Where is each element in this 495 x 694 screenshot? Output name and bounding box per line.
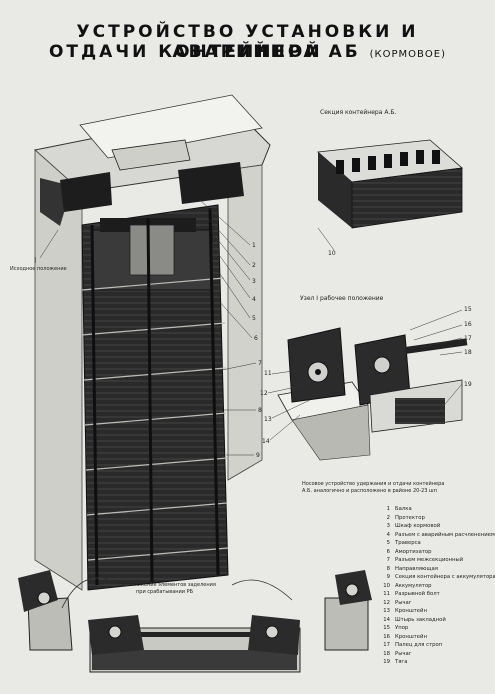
legend-item-text: Рычаг	[395, 650, 412, 657]
legend-item-number: 14	[383, 616, 390, 623]
callout-19: 19	[464, 381, 472, 388]
legend-item-text: Кронштейн	[395, 608, 427, 614]
legend-item: 14 Штырь закладной	[376, 616, 492, 625]
callout-3: 3	[252, 278, 256, 285]
legend-item-text: Палец для строп	[395, 642, 443, 648]
diagram-title-line2: ОТДАЧИ КОНТЕЙНЕРА АБ (КОРМОВОЕ)	[0, 42, 495, 62]
legend-item: 9 Секция контейнера с аккумуляторами	[376, 573, 495, 582]
leader-lines	[39, 199, 463, 456]
diagram-title-line1: УСТРОЙСТВО УСТАНОВКИ И АВАРИЙНОЙ	[76, 22, 419, 62]
container-column	[60, 139, 244, 591]
legend-item-text: Разъем межсекционный	[395, 557, 464, 563]
legend-item-number: 16	[383, 633, 390, 640]
legend-item-text: Разъем с аварийным расчленением	[395, 531, 495, 538]
legend-item-text: Протектор	[395, 514, 425, 521]
node-caption: Узел I рабочее положение	[300, 295, 384, 302]
legend-item: 16 Кронштейн	[376, 633, 492, 642]
legend-item-text: Балка	[395, 506, 412, 512]
note-line-1: Носовое устройство удержания и отдачи ко…	[302, 481, 445, 487]
legend-item-number: 7	[386, 557, 390, 563]
legend-item: 17 Палец для строп	[376, 641, 492, 650]
legend-item-text: Кронштейн	[395, 633, 427, 640]
legend-item-number: 9	[386, 574, 390, 580]
legend-item-text: Шкаф кормовой	[395, 523, 441, 529]
callout-6: 6	[254, 335, 258, 342]
legend-item-number: 4	[386, 531, 390, 538]
container-section-view	[317, 139, 463, 229]
legend-item-number: 15	[383, 625, 390, 631]
callout-18: 18	[464, 349, 472, 356]
legend-item-text: Аккумулятор	[395, 582, 432, 589]
legend-item-number: 1	[386, 506, 390, 512]
legend-item-number: 3	[386, 523, 390, 529]
legend-item-number: 13	[383, 608, 390, 614]
callout-17: 17	[464, 335, 472, 342]
legend-item: 18 Рычаг	[376, 650, 492, 659]
legend-item-text: Упор	[395, 625, 409, 631]
callout-12: 12	[260, 390, 268, 397]
section-number-label: 10	[328, 250, 336, 257]
title-main: ОТДАЧИ КОНТЕЙНЕРА АБ	[48, 42, 361, 62]
legend-item-number: 2	[386, 514, 390, 521]
legend-item-number: 10	[383, 582, 390, 589]
roman-numeral-label: I	[34, 256, 37, 265]
legend-item: 11 Разрывной болт	[376, 590, 492, 599]
legend-item: 6 Амортизатор	[376, 548, 492, 557]
legend-item-text: Рычаг	[395, 599, 412, 606]
note-line-2: А.Б. аналогично и расположено в районе 2…	[302, 488, 437, 494]
bottom-caption-line-1: Расположение элементов заделения	[118, 582, 216, 588]
legend-item: 3 Шкаф кормовой	[376, 522, 492, 531]
callout-14: 14	[262, 438, 270, 445]
legend-item-text: Разрывной болт	[395, 591, 440, 597]
legend-item: 7 Разъем межсекционный	[376, 556, 492, 565]
legend-item: 4 Разъем с аварийным расчленением	[376, 531, 495, 540]
callout-9: 9	[256, 452, 260, 459]
bottom-caption-line-2: при срабатывании РБ	[136, 589, 194, 595]
legend-item-text: Тяга	[395, 659, 408, 665]
legend-item-text: Секция контейнера с аккумуляторами	[395, 574, 495, 580]
legend-item: 1 Балка	[376, 505, 492, 514]
legend-item-number: 6	[386, 548, 390, 555]
parts-legend: 1 Балка 2 Протектор 3 Шкаф кормовой 4 Разъем с …	[376, 505, 495, 667]
callout-2: 2	[252, 262, 256, 269]
legend-item: 2 Протектор	[376, 514, 492, 523]
legend-item-number: 17	[383, 642, 390, 648]
callout-7: 7	[258, 360, 262, 367]
legend-item-text: Амортизатор	[395, 548, 432, 555]
section-caption: Секция контейнера А.Б.	[320, 109, 397, 116]
bottom-mechanisms	[18, 570, 372, 673]
callout-1: 1	[252, 242, 256, 249]
legend-item-number: 11	[383, 591, 390, 597]
legend-item-number: 12	[383, 599, 390, 606]
callout-4: 4	[252, 296, 256, 303]
legend-item: 15 Упор	[376, 624, 492, 633]
legend-item: 8 Направляющая	[376, 565, 492, 574]
node-assembly-view	[277, 327, 468, 461]
legend-item-text: Направляющая	[395, 565, 438, 572]
initial-position-label: Исходное положение	[10, 266, 67, 272]
legend-item-number: 8	[386, 565, 390, 572]
callout-13: 13	[264, 416, 272, 423]
legend-item-text: Траверса	[395, 540, 421, 546]
legend-item: 5 Траверса	[376, 539, 492, 548]
legend-item-number: 19	[383, 659, 390, 665]
callout-16: 16	[464, 321, 472, 328]
callout-8: 8	[258, 407, 262, 414]
callout-5: 5	[252, 315, 256, 322]
legend-item-text: Штырь закладной	[395, 616, 446, 623]
legend-item-number: 5	[386, 540, 390, 546]
callout-15: 15	[464, 306, 472, 313]
legend-item: 13 Кронштейн	[376, 607, 492, 616]
legend-item-number: 18	[383, 650, 390, 657]
legend-item: 10 Аккумулятор	[376, 582, 492, 591]
callout-11: 11	[264, 370, 272, 377]
legend-item: 12 Рычаг	[376, 599, 492, 608]
legend-item: 19 Тяга	[376, 658, 492, 667]
title-suffix: (КОРМОВОЕ)	[369, 49, 446, 60]
